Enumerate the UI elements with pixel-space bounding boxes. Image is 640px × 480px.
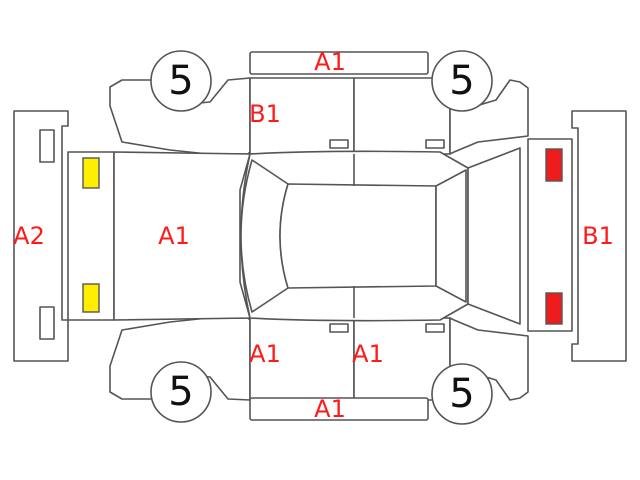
wheel-rear-left: 5 <box>431 50 493 112</box>
svg-text:5: 5 <box>449 371 474 417</box>
code-rear-right-door: A1 <box>352 340 384 368</box>
code-bottom-strip: A1 <box>314 395 346 423</box>
roof-bottom-strip <box>249 397 429 421</box>
roof-top-strip <box>249 51 429 75</box>
code-front-left-door: B1 <box>249 100 281 128</box>
wheel-rear-right: 5 <box>431 363 493 425</box>
front-bumper <box>13 110 69 362</box>
right-rear-door-handle <box>425 323 445 333</box>
right-front-door-handle <box>329 323 349 333</box>
trunk-lid <box>467 147 521 325</box>
front-lamp-top <box>82 157 100 189</box>
rear-window <box>435 169 467 303</box>
svg-text:5: 5 <box>168 58 193 104</box>
code-front-bumper: A2 <box>13 222 45 250</box>
code-roof-top-strip: A1 <box>314 48 346 76</box>
front-lamp-bottom <box>82 283 100 313</box>
wheel-front-left: 5 <box>150 50 212 112</box>
code-hood: A1 <box>158 222 190 250</box>
roof <box>279 183 437 289</box>
code-front-right-door: A1 <box>249 340 281 368</box>
rear-bumper <box>571 110 627 362</box>
wheel-front-right: 5 <box>150 361 212 423</box>
svg-text:5: 5 <box>449 58 474 104</box>
front-bumper-vent-bottom <box>39 306 55 340</box>
front-bumper-vent-top <box>39 129 55 163</box>
code-rear-bumper: B1 <box>582 222 614 250</box>
left-front-door-handle <box>329 139 349 149</box>
svg-text:5: 5 <box>168 369 193 415</box>
rear-lamp-top <box>545 148 563 182</box>
left-rear-door-handle <box>425 139 445 149</box>
rear-lamp-bottom <box>545 292 563 325</box>
